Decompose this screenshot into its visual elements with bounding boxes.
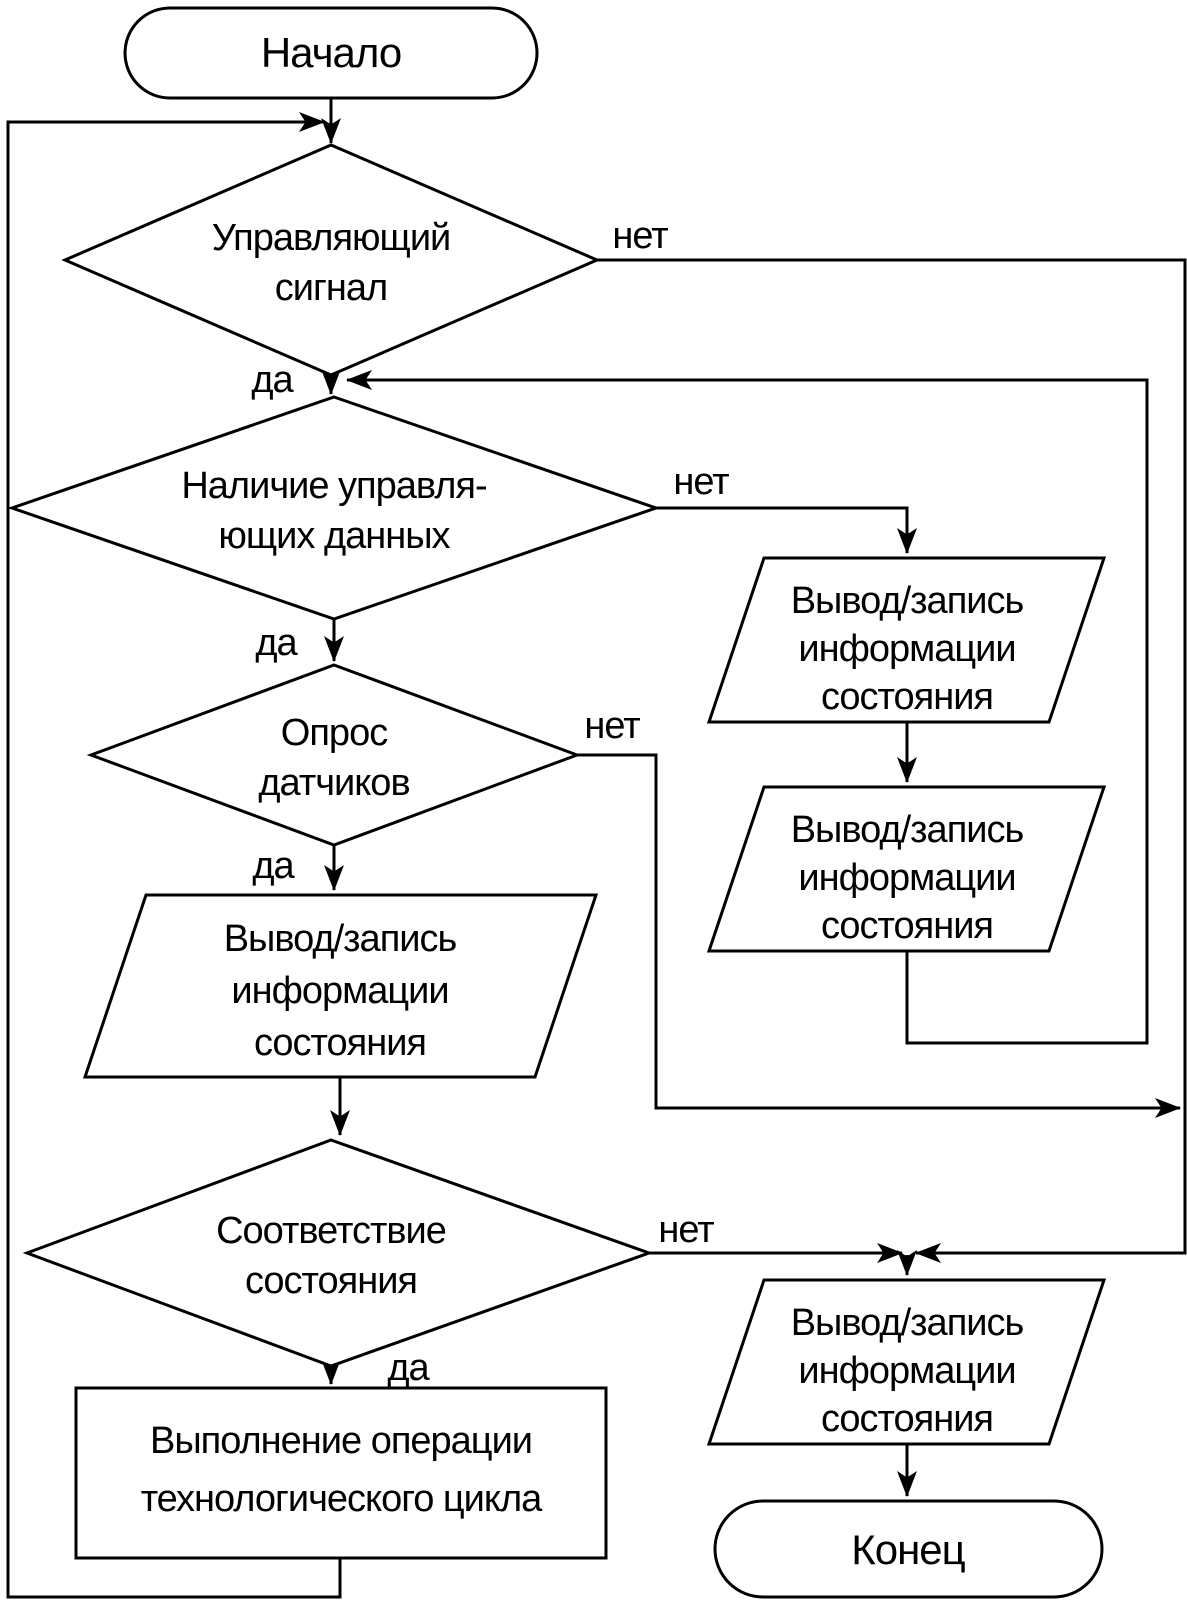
- decision-control-data-line2: ющих данных: [218, 515, 450, 557]
- label-control-data-yes: да: [255, 622, 298, 664]
- label-state-match-yes: да: [387, 1347, 430, 1389]
- decision-sensor-poll: Опрос датчиков: [86, 663, 582, 847]
- decision-control-signal: Управляющий сигнал: [61, 143, 601, 377]
- io-state-left: Вывод/запись информации состояния: [82, 893, 599, 1079]
- end-terminator: Конец: [713, 1499, 1104, 1599]
- edge-loop-process-to-top: [6, 112, 342, 1599]
- label-sensor-poll-yes: да: [252, 845, 295, 887]
- decision-control-signal-line1: Управляющий: [212, 217, 451, 259]
- decision-control-data-shape: [7, 395, 661, 621]
- label-state-match-no: нет: [658, 1209, 714, 1251]
- decision-control-signal-shape: [61, 143, 601, 377]
- io-state-right-mid-line2: информации: [798, 857, 1015, 899]
- io-state-right-mid-line1: Вывод/запись: [791, 809, 1024, 851]
- io-state-bottom-shape: [706, 1278, 1107, 1446]
- io-state-right-mid: Вывод/запись информации состояния: [706, 785, 1107, 953]
- io-state-left-shape: [82, 893, 599, 1079]
- io-state-right-mid-shape: [706, 785, 1107, 953]
- decision-sensor-poll-line2: датчиков: [258, 762, 409, 804]
- label-control-signal-yes: да: [251, 359, 294, 401]
- io-state-left-line3: состояния: [254, 1022, 426, 1064]
- io-state-right-top-line1: Вывод/запись: [791, 580, 1024, 622]
- process-tech-cycle-line2: технологического цикла: [141, 1478, 543, 1520]
- edge-io-right-return-loop: [346, 370, 1149, 1045]
- io-state-bottom-line2: информации: [798, 1350, 1015, 1392]
- io-state-right-top: Вывод/запись информации состояния: [706, 556, 1107, 724]
- io-state-right-top-line3: состояния: [821, 676, 993, 718]
- label-control-data-no: нет: [673, 461, 729, 503]
- end-terminator-label: Конец: [851, 1526, 965, 1573]
- decision-state-match-shape: [22, 1138, 654, 1368]
- decision-state-match-line2: состояния: [245, 1260, 417, 1302]
- decision-control-data: Наличие управля- ющих данных: [7, 395, 661, 621]
- start-terminator-label: Начало: [261, 29, 401, 76]
- decision-control-data-line1: Наличие управля-: [181, 465, 486, 507]
- io-state-right-mid-line3: состояния: [821, 905, 993, 947]
- io-state-bottom-line1: Вывод/запись: [791, 1302, 1024, 1344]
- io-state-left-line2: информации: [231, 970, 448, 1012]
- io-state-right-top-shape: [706, 556, 1107, 724]
- process-tech-cycle-line1: Выполнение операции: [150, 1420, 532, 1462]
- io-state-right-top-line2: информации: [798, 628, 1015, 670]
- label-sensor-poll-no: нет: [584, 705, 640, 747]
- decision-state-match-line1: Соответствие: [216, 1210, 446, 1252]
- edge-control-signal-no: [597, 258, 1187, 1263]
- edge-sensor-poll-no: [577, 753, 1181, 1118]
- end-terminator-shape: [713, 1499, 1104, 1599]
- decision-sensor-poll-line1: Опрос: [281, 712, 387, 754]
- io-state-bottom: Вывод/запись информации состояния: [706, 1278, 1107, 1446]
- start-terminator: Начало: [123, 6, 539, 100]
- io-state-left-line1: Вывод/запись: [224, 918, 457, 960]
- decision-state-match: Соответствие состояния: [22, 1138, 654, 1368]
- start-terminator-shape: [123, 6, 539, 100]
- decision-sensor-poll-shape: [86, 663, 582, 847]
- io-state-bottom-line3: состояния: [821, 1398, 993, 1440]
- process-tech-cycle-shape: [74, 1386, 608, 1560]
- process-tech-cycle: Выполнение операции технологического цик…: [74, 1386, 608, 1560]
- decision-control-signal-line2: сигнал: [275, 267, 387, 309]
- edge-control-data-no: [656, 506, 917, 554]
- label-control-signal-no: нет: [612, 215, 668, 257]
